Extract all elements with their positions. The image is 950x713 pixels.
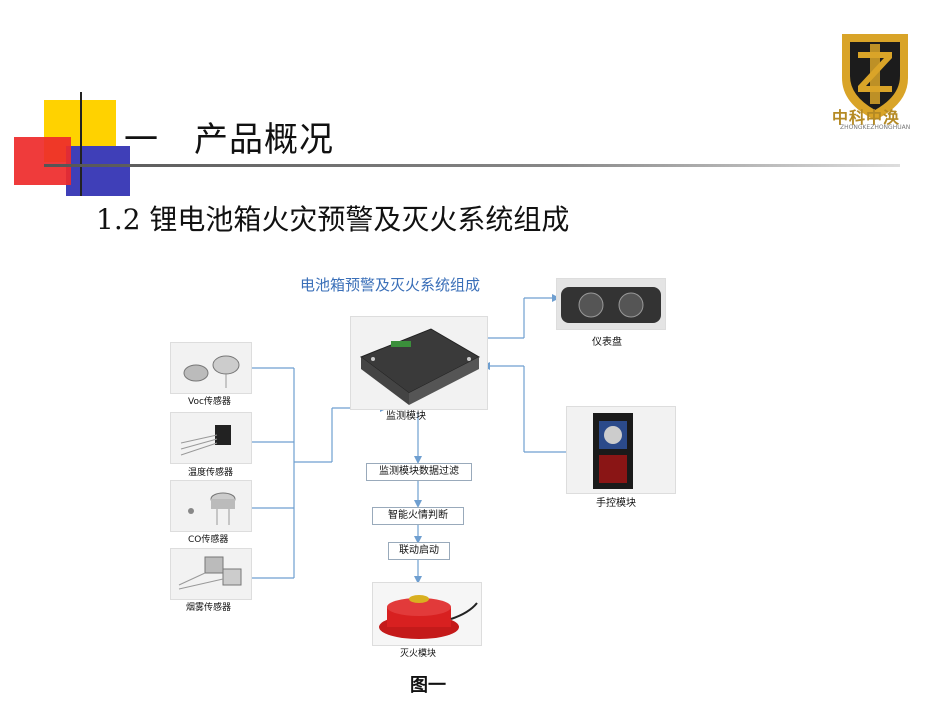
extinguisher-image [372,582,482,646]
smoke-sensor-label: 烟雾传感器 [186,603,232,613]
co-sensor-image [170,480,252,532]
dashboard-label: 仪表盘 [592,337,622,348]
monitor-device-icon [359,328,481,405]
header-divider [44,164,900,167]
extinguisher-label: 灭火模块 [400,649,437,659]
hand-control-label: 手控模块 [596,498,636,509]
logo-subtext: ZHONGKEZHONGHUAN [840,124,911,131]
sensor-icon [178,556,242,590]
co-sensor-label: CO传感器 [188,535,229,545]
temperature-sensor-image [170,412,252,464]
logo-name: 中科中涣 [832,108,901,127]
smoke-sensor-image [170,548,252,600]
decor-blue-block [66,146,130,196]
decor-red-block [14,137,71,185]
sensor-icon [180,425,231,456]
flow-step-fire-judgment: 智能火情判断 [372,507,464,525]
dashboard-icon [561,287,661,323]
company-logo-icon [842,34,908,120]
slide-subtitle: 1.2 锂电池箱火灾预警及灭火系统组成 [96,203,570,236]
monitor-module-label: 监测模块 [386,411,426,422]
hand-control-icon [593,413,633,489]
sensor-icon [183,355,240,388]
figure-caption: 图一 [410,675,446,696]
voc-sensor-image [170,342,252,394]
flow-step-data-filter: 监测模块数据过滤 [366,463,472,481]
decor-vertical-line [80,92,82,196]
dashboard-image [556,278,666,330]
extinguisher-icon [379,595,478,639]
sensor-icon [188,492,236,525]
voc-sensor-label: Voc传感器 [188,397,231,407]
diagram-title: 电池箱预警及灭火系统组成 [300,276,481,294]
hand-control-module-image [566,406,676,494]
flow-step-linkage-start: 联动启动 [388,542,450,560]
monitor-module-image [350,316,488,410]
section-title: 一 产品概况 [124,120,334,160]
temperature-sensor-label: 温度传感器 [188,468,234,478]
